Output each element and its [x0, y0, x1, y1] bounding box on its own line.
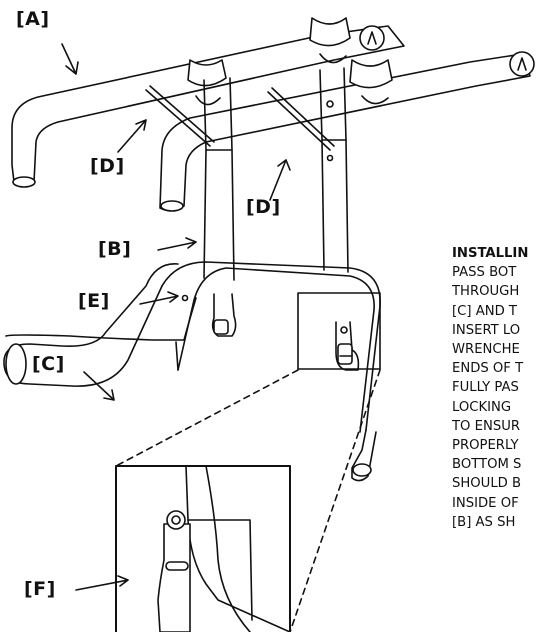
instruction-line: BOTTOM S: [452, 457, 522, 473]
arrow-e: [139, 291, 179, 305]
instruction-line: PASS BOT: [452, 265, 517, 281]
base-loop-c: [177, 267, 375, 433]
instruction-line: [C] AND T: [452, 303, 517, 319]
instruction-line: THROUGH: [452, 284, 520, 300]
instruction-line: TO ENSUR: [452, 418, 521, 434]
post-left-lower: [203, 149, 235, 281]
instruction-line: ENDS OF T: [452, 361, 524, 377]
post-right-upper: [319, 67, 347, 141]
arrow-d-right: [269, 159, 291, 201]
callout-d-left: [D]: [90, 155, 125, 177]
arrow-b: [157, 237, 197, 251]
instruction-line: INSERT LO: [452, 322, 521, 338]
zoom-line-left: [115, 369, 299, 467]
instruction-line: [B] AS SH: [452, 514, 516, 530]
allen-wrench-icon: [157, 523, 191, 632]
callout-e: [E]: [78, 290, 110, 312]
brace-right: [267, 87, 335, 151]
callout-d-right: [D]: [246, 196, 281, 218]
instruction-line: INSIDE OF: [452, 495, 519, 511]
callout-b: [B]: [98, 238, 132, 260]
zoom-inset: [115, 465, 291, 632]
post-left-upper: [203, 77, 233, 151]
arrow-a: [61, 43, 79, 75]
locking-pin-icon: [211, 293, 360, 371]
zoom-line-right: [289, 369, 381, 632]
post-right-lower: [321, 139, 349, 273]
instruction-line: SHOULD B: [452, 476, 522, 492]
arrow-f: [75, 575, 129, 591]
instruction-line: FULLY PAS: [452, 380, 519, 396]
instruction-line: PROPERLY: [452, 438, 519, 454]
callout-f: [F]: [24, 578, 56, 600]
arrow-c: [83, 371, 115, 401]
instruction-line: LOCKING: [452, 399, 512, 415]
instructions-heading: INSTALLIN: [452, 246, 529, 261]
callout-a: [A]: [16, 8, 50, 30]
callout-c: [C]: [32, 353, 65, 375]
arrow-d-left: [117, 119, 147, 153]
base-front-leg: [5, 297, 197, 371]
installation-instructions: INSTALLIN PASS BOT THROUGH [C] AND T INS…: [452, 244, 540, 532]
brace-left: [145, 85, 215, 147]
detail-box-small: [297, 292, 381, 370]
bike-cradle-icon: [187, 17, 535, 106]
instruction-line: WRENCHE: [452, 342, 520, 358]
